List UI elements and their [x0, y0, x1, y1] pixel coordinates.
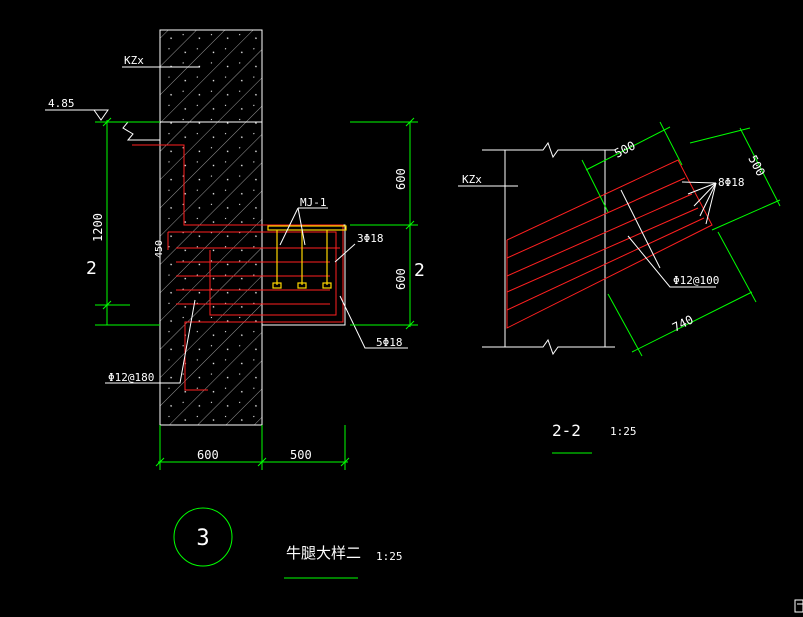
section-2-2: KZx 500 500 740 8Φ18 [458, 121, 781, 454]
section-stirrup-leader [627, 235, 716, 288]
break-line [110, 121, 160, 141]
left-dim-mark: 2 [86, 258, 97, 279]
right-dim-top: 600 [394, 168, 408, 190]
mj-leader-1 [279, 207, 299, 246]
bottom-dim-right: 500 [290, 448, 312, 462]
section-column-outline [482, 141, 615, 356]
bottom-rebar-label: 5Φ18 [376, 336, 403, 349]
bottom-dimension [155, 425, 350, 470]
detail-number: 3 [196, 526, 209, 551]
bottom-dim-left: 600 [197, 448, 219, 462]
stirrup-leader [105, 299, 196, 384]
section-dimensions [581, 121, 781, 357]
mj-embedded-studs [267, 225, 347, 289]
detail-scale: 1:25 [376, 550, 403, 563]
elevation-triangle-icon [93, 109, 109, 121]
ucs-icon [794, 599, 803, 613]
left-dim-value: 1200 [91, 213, 105, 242]
section-kz-label: KZx [462, 173, 482, 186]
section-rebar-leaders [681, 181, 717, 225]
column-wall-hatched [159, 29, 263, 426]
detail-number-circle [173, 507, 233, 567]
section-stirrup-label: Φ12@100 [673, 274, 719, 287]
left-dimension [95, 117, 160, 326]
section-dim-bottom: 740 [670, 312, 696, 334]
right-dimension [350, 117, 418, 330]
section-corbel-edge [620, 189, 661, 269]
top-rebar-label: 3Φ18 [357, 232, 384, 245]
corbel-rebars [132, 144, 344, 391]
section-scale: 1:25 [610, 425, 637, 438]
section-dim-right: 500 [745, 153, 768, 179]
right-mark: 2 [414, 260, 425, 281]
section-rebars [506, 159, 713, 329]
section-title: 2-2 [552, 421, 581, 440]
detail-3-elevation: KZx 4.85 MJ-1 [45, 29, 425, 579]
top-rebar-leader [334, 243, 356, 263]
stirrup-label: Φ12@180 [108, 371, 154, 384]
detail-title: 牛腿大样二 [286, 544, 361, 562]
corbel-outline [262, 224, 346, 326]
bottom-rebar-leader [339, 295, 408, 349]
mj-leader-2 [297, 207, 306, 246]
section-dim-top: 500 [612, 138, 638, 160]
mj-label: MJ-1 [300, 196, 327, 209]
small-dim-label: 450 [154, 240, 165, 258]
section-rebar-label: 8Φ18 [718, 176, 745, 189]
kz-label: KZx [124, 54, 144, 67]
right-dim-bottom: 600 [394, 268, 408, 290]
elevation-label: 4.85 [48, 97, 75, 110]
